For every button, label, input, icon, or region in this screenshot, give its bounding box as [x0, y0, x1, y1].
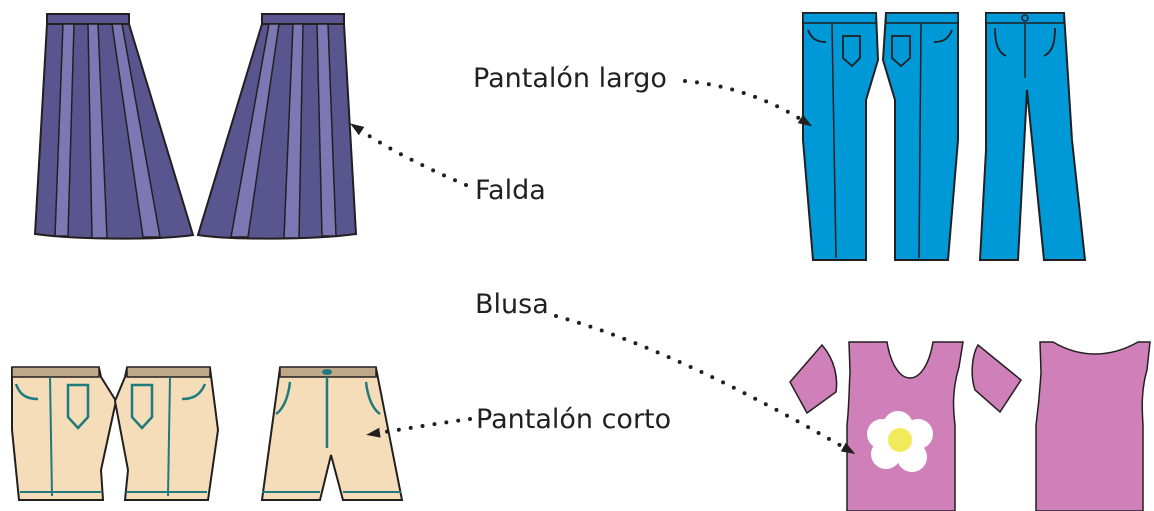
pointer-long-pants	[683, 79, 813, 127]
label-shorts: Pantalón corto	[476, 404, 671, 435]
shirt-back-piece	[1035, 341, 1151, 511]
shorts-left-piece	[11, 366, 118, 501]
jeans-front-piece	[978, 12, 1087, 261]
pointer-blouse	[554, 314, 856, 454]
skirt-right-piece	[196, 13, 358, 240]
shorts-middle-piece	[113, 366, 220, 501]
label-long-pants: Pantalón largo	[473, 63, 667, 94]
jeans-left-piece	[802, 12, 880, 261]
label-blouse: Blusa	[475, 289, 549, 320]
sleeve-right	[971, 343, 1022, 414]
skirt-left-piece	[33, 13, 195, 240]
shorts-front-piece	[260, 366, 404, 501]
sleeve-left	[789, 343, 838, 415]
label-skirt: Falda	[475, 175, 546, 206]
pointer-skirt	[350, 123, 468, 187]
flower-icon	[867, 411, 933, 472]
jeans-middle-piece	[881, 12, 959, 261]
pointer-shorts	[366, 417, 472, 438]
